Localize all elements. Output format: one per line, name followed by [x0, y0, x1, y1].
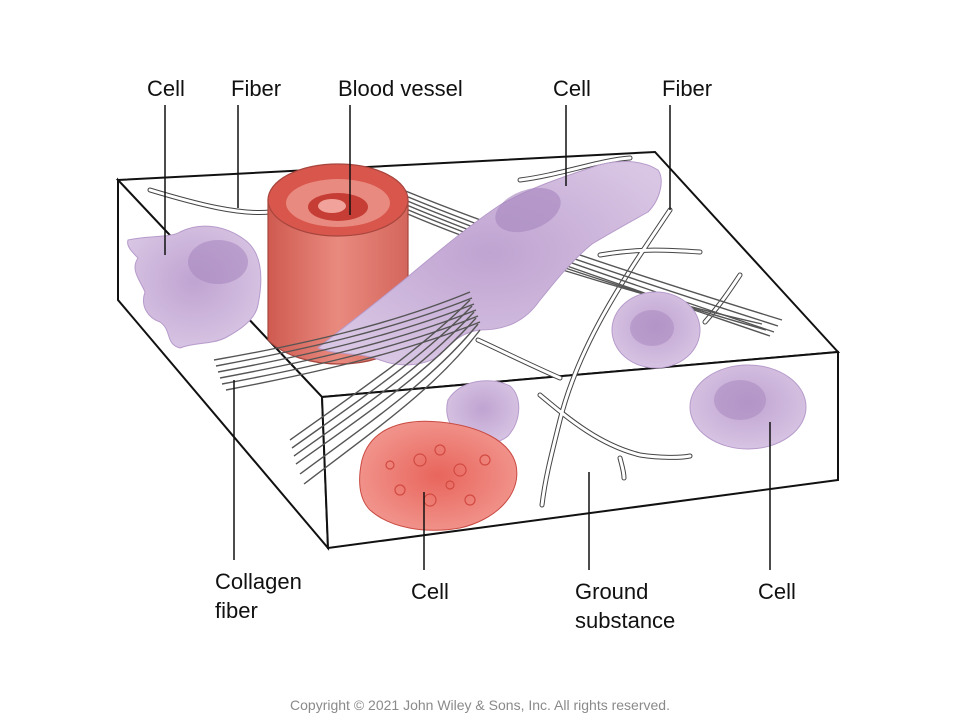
- copyright-notice: Copyright © 2021 John Wiley & Sons, Inc.…: [290, 697, 670, 713]
- label-cell-bottom-center: Cell: [411, 579, 449, 604]
- label-cell-top-right: Cell: [553, 76, 591, 101]
- cell-front-right-nucleus: [714, 380, 766, 420]
- label-fiber-top-left: Fiber: [231, 76, 282, 101]
- label-collagen-fiber-line1: Collagen: [215, 569, 302, 594]
- label-fiber-top-right: Fiber: [662, 76, 713, 101]
- label-blood-vessel: Blood vessel: [338, 76, 463, 101]
- cell-nucleus-center: [495, 187, 561, 233]
- cell-red-granules: [385, 444, 491, 507]
- label-collagen-fiber-line2: fiber: [215, 598, 258, 623]
- cell-round-top-right-nucleus: [630, 310, 674, 346]
- label-ground-substance-line2: substance: [575, 608, 676, 633]
- leader-lines: [164, 105, 771, 570]
- cell-nucleus-left: [188, 240, 248, 284]
- label-cell-bottom-right: Cell: [758, 579, 796, 604]
- cell-red-front: [359, 420, 518, 531]
- label-cell-top-left: Cell: [147, 76, 185, 101]
- label-ground-substance-line1: Ground: [575, 579, 649, 604]
- collagen-bundle-left: [213, 291, 481, 485]
- thin-fibers-inner: [148, 156, 742, 507]
